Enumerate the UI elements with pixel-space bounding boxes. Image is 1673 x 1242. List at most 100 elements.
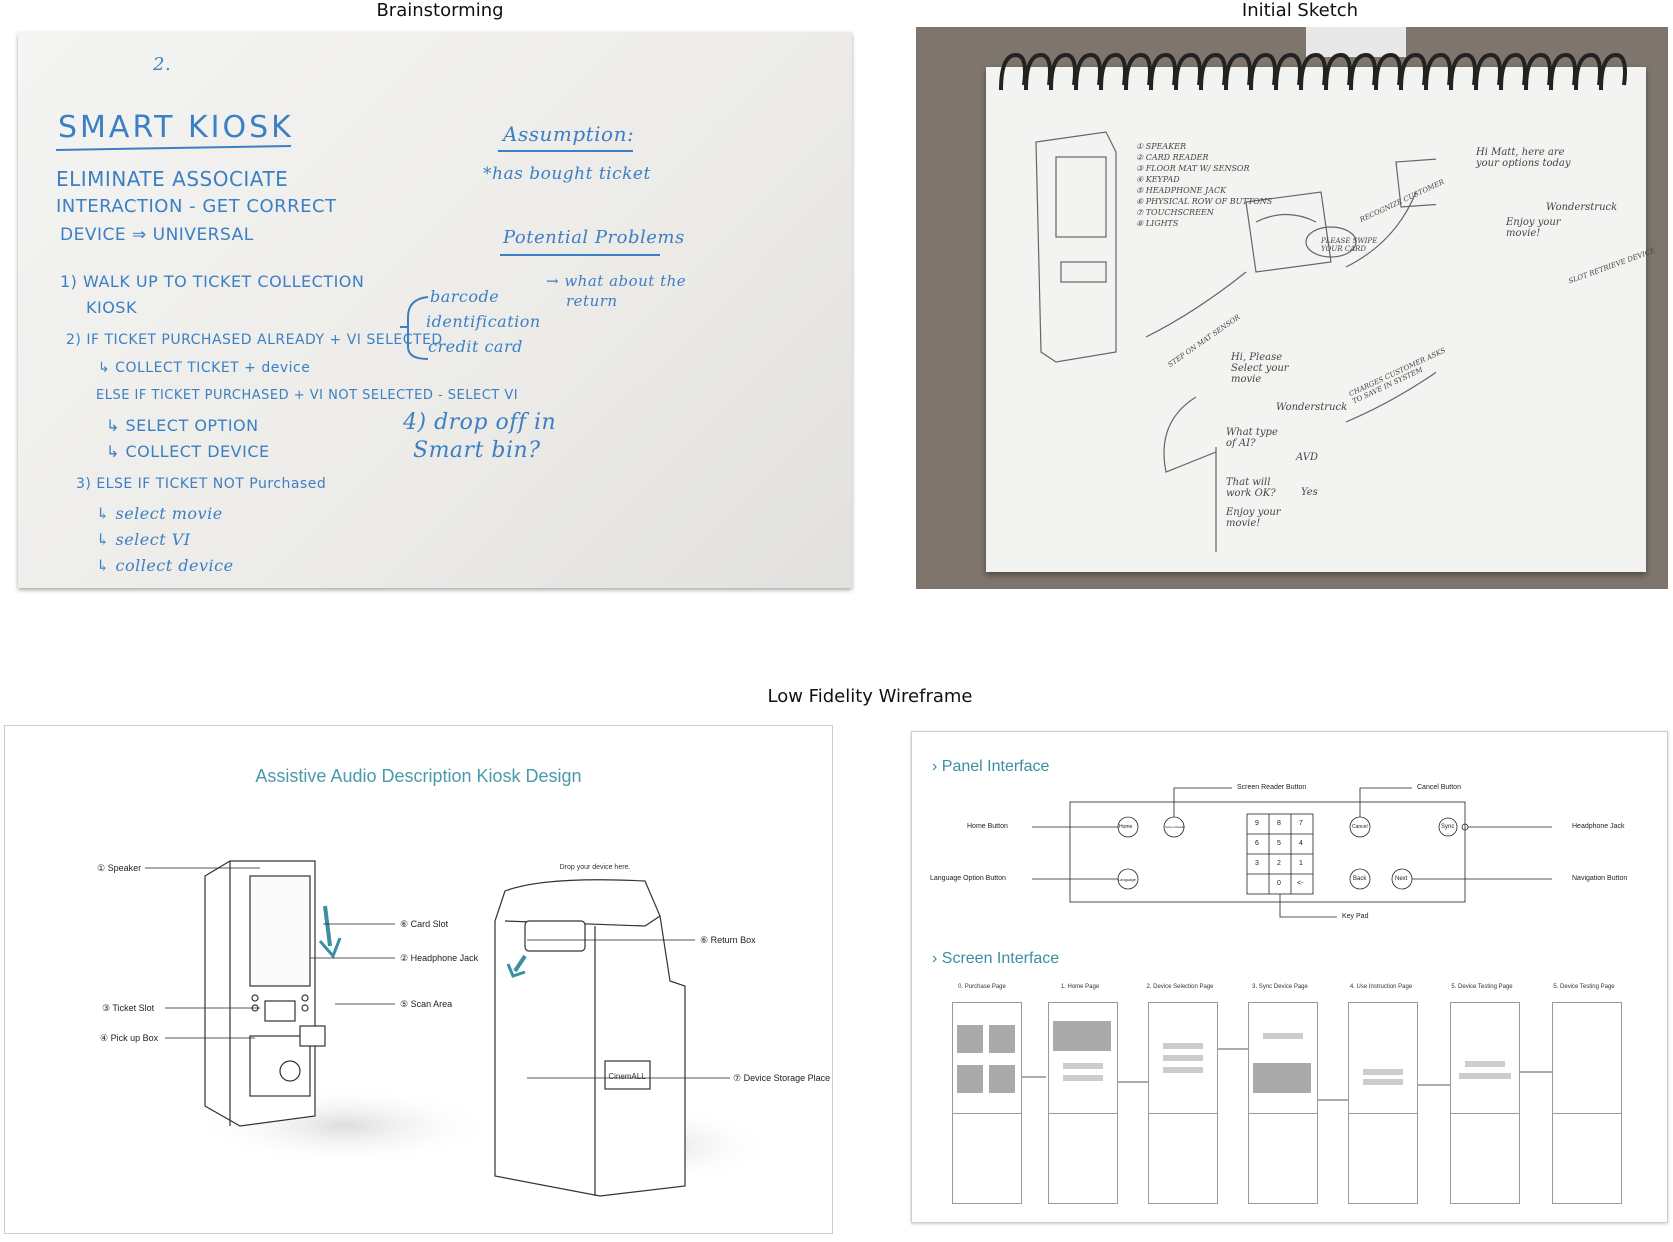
sketch-paper-corner [1306, 27, 1406, 57]
wb-branch: identification [426, 312, 541, 331]
low-fidelity-title: Low Fidelity Wireframe [767, 686, 973, 707]
panel-interface-heading: › Panel Interface [932, 758, 1050, 775]
wb-line: 2) IF TICKET PURCHASED ALREADY + VI SELE… [66, 332, 443, 348]
wb-line: ↳ select VI [96, 530, 191, 549]
label-home: Home Button [967, 823, 1008, 830]
sketch-enjoy: Enjoy your movie! [1506, 217, 1561, 239]
screen-page-instruction [1348, 1002, 1418, 1204]
wb-branch-bracket [400, 296, 429, 360]
wb-line: ↳ COLLECT DEVICE [106, 442, 270, 461]
wb-line: INTERACTION - GET CORRECT [56, 196, 337, 217]
sketch-photo: ① SPEAKER ② CARD READER ③ FLOOR MAT W/ S… [916, 27, 1668, 589]
wb-problems-underline [500, 254, 660, 256]
sketch-legend-item: ① SPEAKER [1136, 142, 1187, 151]
screen-page-home [1048, 1002, 1118, 1204]
wb-page-number: 2. [153, 54, 172, 75]
screen-reader-button[interactable]: Screen Reader [1165, 825, 1186, 829]
sketch-legend-item: ② CARD READER [1136, 153, 1209, 162]
key-button[interactable]: 3 [1255, 860, 1259, 867]
label-screen-reader: Screen Reader Button [1237, 784, 1307, 791]
label-headphone-jack: Headphone Jack [1572, 823, 1625, 830]
spiral-binding-icon [999, 52, 1627, 91]
wb-line: 1) WALK UP TO TICKET COLLECTION [60, 272, 365, 291]
screen-page-thanks [1552, 1002, 1622, 1204]
sketch-that-work: That will work OK? [1226, 477, 1276, 499]
wb-problems-title: Potential Problems [503, 227, 685, 248]
label-return-box: ⑥ Return Box [700, 935, 756, 945]
wb-line: ↳ select movie [96, 504, 223, 523]
wb-line: 3) ELSE IF TICKET NOT Purchased [76, 476, 327, 492]
interface-panel: › Panel Interface Scr [911, 731, 1668, 1223]
wb-line: ELIMINATE ASSOCIATE [56, 167, 289, 191]
screen-page-device-selection [1148, 1002, 1218, 1204]
label-scan-area: ⑤ Scan Area [400, 999, 453, 1009]
kiosk-title: Assistive Audio Description Kiosk Design [255, 766, 582, 786]
wb-branch: credit card [428, 337, 523, 356]
key-button[interactable]: 9 [1255, 820, 1259, 827]
sketch-drawing [1035, 131, 1436, 552]
key-button[interactable]: 6 [1255, 840, 1259, 847]
sketch-select-movie: Hi, Please Select your movie [1231, 352, 1289, 385]
label-headphone: ② Headphone Jack [400, 953, 479, 963]
back-button[interactable]: Back [1353, 876, 1367, 882]
kiosk-illustration: Drop your device here. CinemALL [145, 860, 775, 1197]
key-button[interactable]: 5 [1277, 840, 1281, 847]
language-button[interactable]: Language [1118, 877, 1136, 882]
wb-title-underline [56, 144, 291, 152]
label-pickup-box: ④ Pick up Box [100, 1033, 159, 1043]
wb-problems-text: → what about the [546, 272, 687, 290]
sketch-wonder2: Wonderstruck [1276, 402, 1348, 413]
sketch-please-swipe: PLEASE SWIPE YOUR CARD [1321, 237, 1378, 253]
wb-line: KIOSK [86, 298, 137, 317]
label-card-slot: ⑥ Card Slot [400, 919, 449, 929]
key-button[interactable]: 1 [1299, 860, 1303, 867]
sketch-legend-item: ③ FLOOR MAT W/ SENSOR [1136, 164, 1250, 173]
page-label: 2. Device Selection Page [1146, 984, 1214, 990]
page-label: 3. Sync Device Page [1252, 984, 1308, 990]
sync-button[interactable]: Sync [1441, 824, 1455, 830]
sketch-enjoy2: Enjoy your movie! [1226, 507, 1281, 529]
wb-assumption-title: Assumption: [503, 122, 635, 146]
chevron-right-icon: › [932, 950, 942, 967]
key-button[interactable]: 7 [1299, 820, 1303, 827]
wb-assumption-text: *has bought ticket [483, 164, 651, 184]
wb-problems-text: return [566, 292, 618, 310]
screen-page-sync [1248, 1002, 1318, 1204]
wb-branch: barcode [430, 287, 500, 306]
wb-dropoff: 4) drop off in [403, 410, 557, 435]
label-language: Language Option Button [930, 875, 1006, 882]
page-label: 1. Home Page [1060, 984, 1100, 990]
brainstorm-whiteboard: 2. SMART KIOSK ELIMINATE ASSOCIATE INTER… [18, 32, 852, 588]
key-button[interactable]: 2 [1277, 860, 1281, 867]
sketch-slot: SLOT RETRIEVE DEVICE [1567, 246, 1657, 286]
kiosk-design-panel: Assistive Audio Description Kiosk Design [4, 725, 833, 1234]
wb-assumption-underline [498, 150, 633, 152]
key-button[interactable]: <- [1297, 880, 1304, 887]
sketch-legend-item: ⑦ TOUCHSCREEN [1136, 208, 1214, 217]
kiosk-drop-text: Drop your device here. [560, 864, 631, 871]
sketch-legend-item: ④ KEYPAD [1136, 175, 1180, 184]
brainstorming-title: Brainstorming [376, 0, 504, 21]
wb-line: ↳ collect device [96, 556, 234, 575]
kiosk-brand: CinemALL [608, 1072, 646, 1081]
key-button[interactable]: 4 [1299, 840, 1303, 847]
next-button[interactable]: Next [1395, 876, 1408, 882]
initial-sketch-title: Initial Sketch [1241, 0, 1359, 21]
key-button[interactable]: 8 [1277, 820, 1281, 827]
wb-line: ELSE IF TICKET PURCHASED + VI NOT SELECT… [96, 388, 519, 403]
screen-page-purchase [952, 1002, 1022, 1204]
cancel-button[interactable]: Cancel [1352, 824, 1368, 830]
key-button[interactable]: 0 [1277, 880, 1281, 887]
sketch-yes: Yes [1301, 487, 1318, 498]
label-navigation: Navigation Button [1572, 875, 1628, 882]
sketch-paper: ① SPEAKER ② CARD READER ③ FLOOR MAT W/ S… [986, 52, 1656, 572]
sketch-wonder: Wonderstruck [1546, 202, 1618, 213]
label-device-storage: ⑦ Device Storage Place [733, 1073, 831, 1083]
home-button[interactable]: Home [1119, 824, 1133, 830]
sketch-greeting: Hi Matt, here are your options today [1476, 147, 1571, 169]
wb-line: ↳ COLLECT TICKET + device [98, 360, 311, 376]
chevron-right-icon: › [932, 758, 942, 775]
sketch-avd: AVD [1296, 452, 1318, 463]
page-label: 0. Purchase Page [958, 984, 1006, 990]
wb-dropoff: Smart bin? [413, 438, 541, 463]
